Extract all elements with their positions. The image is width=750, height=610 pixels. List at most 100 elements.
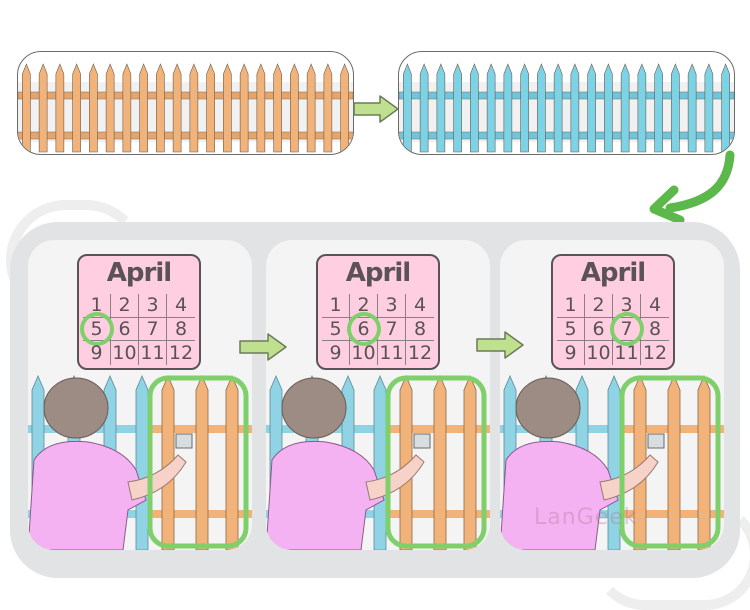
fence-picket [135, 374, 149, 550]
painting-scene [266, 374, 490, 550]
fence-picket [419, 63, 429, 153]
calendar-day: 8 [406, 318, 434, 342]
calendar-day: 3 [139, 294, 167, 318]
fence-picket [453, 63, 462, 153]
fence-picket [72, 63, 81, 153]
calendar-day: 7 [139, 317, 167, 342]
arrow-right-icon [239, 333, 287, 361]
calendar-day: 8 [641, 318, 669, 342]
calendar-day: 1 [557, 294, 585, 318]
calendar-day: 2 [111, 294, 139, 318]
fence-picket [520, 63, 529, 153]
fence-picket [687, 63, 697, 153]
fence-picket [225, 374, 239, 550]
step-card-2 [266, 240, 490, 550]
calendar-day-highlighted: 7 [613, 317, 641, 342]
highlight-box [147, 375, 249, 549]
calendar-day: 9 [557, 341, 585, 365]
paintbrush-icon [413, 433, 431, 449]
fence-picket [195, 374, 209, 550]
fence-picket [239, 63, 249, 153]
calendar-day: 10 [350, 341, 378, 365]
calendar-day: 9 [83, 341, 111, 365]
calendar-day: 6 [111, 317, 139, 342]
fence-picket [620, 63, 630, 153]
calendar-day: 7 [378, 317, 406, 342]
calendar-day: 3 [378, 294, 406, 318]
fence-picket [486, 63, 496, 153]
fence-picket [189, 63, 199, 153]
fence-picket [290, 63, 299, 153]
calendar-day-highlighted: 6 [350, 317, 378, 342]
fence-picket [55, 63, 65, 153]
arrow-right-icon [476, 331, 524, 359]
fence-picket [139, 63, 148, 153]
fence-rail [18, 91, 353, 100]
fence-picket [105, 63, 115, 153]
fence-picket [537, 63, 546, 153]
fence-picket [306, 63, 316, 153]
calendar-day: 8 [167, 318, 195, 342]
person-hair [281, 377, 347, 439]
fence-picket [570, 63, 580, 153]
person-hair [43, 377, 109, 439]
fence-after [399, 63, 734, 153]
fence-picket [22, 63, 31, 153]
calendar-day: 11 [378, 341, 406, 365]
fence-picket [604, 63, 613, 153]
person-shirt [28, 440, 147, 550]
fence-picket [654, 63, 663, 153]
fence-picket [721, 63, 730, 153]
fence-picket [399, 374, 413, 550]
fence-picket [503, 63, 513, 153]
painting-scene [28, 374, 252, 550]
fence-picket [607, 374, 621, 550]
calendar-day: 2 [585, 294, 613, 318]
fence-picket [340, 63, 349, 153]
watermark: LanGeek [534, 505, 638, 530]
calendar-day: 4 [641, 294, 669, 318]
fence-picket [89, 63, 98, 153]
fence-picket [667, 374, 681, 550]
fence-picket [403, 63, 412, 153]
calendar-day: 12 [642, 342, 668, 365]
calendar-day: 1 [322, 294, 350, 318]
person-hair [515, 377, 581, 439]
fence-picket [223, 63, 232, 153]
fence-picket [433, 374, 447, 550]
highlight-box [619, 375, 721, 549]
fence-picket [256, 63, 266, 153]
fence-after-box [398, 51, 735, 155]
fence-picket [38, 63, 48, 153]
fence-before-box [17, 51, 354, 155]
fence-picket [172, 63, 182, 153]
fence-picket [704, 63, 714, 153]
calendar-month: April [580, 258, 646, 288]
calendar-day: 11 [613, 341, 641, 365]
fence-picket [373, 374, 387, 550]
fence-picket [470, 63, 479, 153]
calendar-month: April [345, 258, 411, 288]
calendar-day: 10 [111, 341, 139, 365]
calendar-day: 4 [406, 294, 434, 318]
calendar-day: 4 [167, 294, 195, 318]
calendar-day: 11 [139, 341, 167, 365]
fence-picket [323, 63, 333, 153]
fence-picket [161, 374, 175, 550]
calendar-day: 9 [322, 341, 350, 365]
fence-picket [122, 63, 132, 153]
fence-picket [671, 63, 680, 153]
calendar-day-highlighted: 5 [83, 317, 111, 342]
fence-picket [156, 63, 165, 153]
calendar-day: 5 [557, 317, 585, 342]
paintbrush-icon [175, 433, 193, 449]
person-shirt [266, 440, 385, 550]
fence-picket [697, 374, 711, 550]
fence-rail [18, 131, 353, 140]
calendar-month: April [106, 258, 172, 288]
fence-picket [637, 63, 647, 153]
highlight-box [385, 375, 487, 549]
